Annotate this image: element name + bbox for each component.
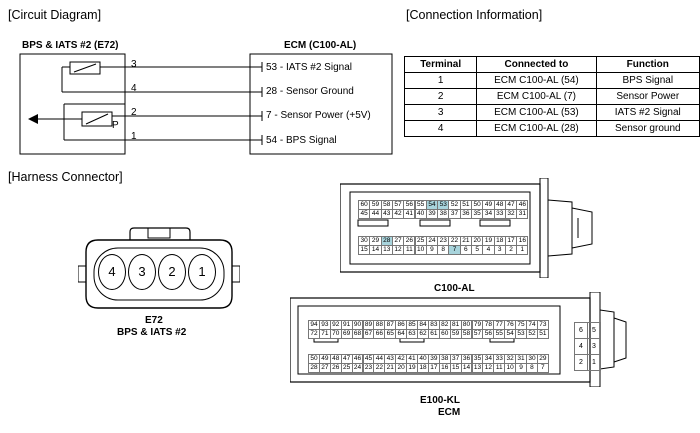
circuit-diagram — [19, 53, 393, 155]
connector-pin: 3 — [587, 338, 601, 355]
sensor-label: BPS & IATS #2 (E72) — [22, 40, 119, 51]
ecm-label: ECM (C100-AL) — [284, 40, 357, 51]
connector-pin: 51 — [536, 329, 549, 339]
signal-ground: 28 - Sensor Ground — [266, 86, 354, 97]
cell-function: Sensor ground — [595, 120, 700, 137]
sensor-pin-4: 4 — [131, 83, 137, 94]
c100-connector-housing — [340, 178, 593, 278]
cell-terminal: 3 — [403, 104, 478, 121]
connector-pin: 5 — [587, 322, 601, 339]
connection-table: Terminal Connected to Function 1 ECM C10… — [403, 56, 700, 137]
table-row: 1 ECM C100-AL (54) BPS Signal — [403, 72, 700, 89]
connection-info-title: [Connection Information] — [406, 8, 543, 22]
e72-connector — [78, 227, 240, 309]
cell-function: IATS #2 Signal — [595, 104, 700, 121]
cell-function: Sensor Power — [595, 88, 700, 105]
sensor-pin-1: 1 — [131, 131, 137, 142]
e72-pin-2: 2 — [158, 254, 186, 290]
cell-connected: ECM C100-AL (28) — [476, 120, 597, 137]
connector-pin: 7 — [536, 363, 549, 373]
sensor-pin-2: 2 — [131, 107, 137, 118]
e100-sublabel: ECM — [438, 407, 461, 418]
table-row: 2 ECM C100-AL (7) Sensor Power — [403, 88, 700, 105]
iats-element — [69, 61, 101, 75]
e72-label: E72 — [145, 315, 163, 326]
sensor-p-label: P — [112, 120, 119, 131]
connector-pin: 6 — [574, 322, 588, 339]
cell-terminal: 4 — [403, 120, 478, 137]
e72-pin-1: 1 — [188, 254, 216, 290]
header-function: Function — [595, 56, 700, 73]
bps-element-slash — [85, 113, 109, 125]
connector-pin: 2 — [574, 354, 588, 371]
circuit-diagram-title: [Circuit Diagram] — [8, 8, 102, 22]
signal-iats: 53 - IATS #2 Signal — [266, 62, 352, 73]
connector-pin: 1 — [516, 245, 529, 255]
e72-pin-4: 4 — [98, 254, 126, 290]
table-row: 4 ECM C100-AL (28) Sensor ground — [403, 120, 700, 137]
signal-bps: 54 - BPS Signal — [266, 135, 337, 146]
cell-function: BPS Signal — [595, 72, 700, 89]
signal-power: 7 - Sensor Power (+5V) — [266, 110, 371, 121]
harness-connector-title: [Harness Connector] — [8, 170, 123, 184]
header-terminal: Terminal — [403, 56, 478, 73]
cell-connected: ECM C100-AL (7) — [476, 88, 597, 105]
cell-terminal: 2 — [403, 88, 478, 105]
connector-pin: 31 — [516, 209, 529, 219]
cell-connected: ECM C100-AL (54) — [476, 72, 597, 89]
e72-pin-3: 3 — [128, 254, 156, 290]
e100-label: E100-KL — [420, 395, 461, 406]
cell-connected: ECM C100-AL (53) — [476, 104, 597, 121]
cell-terminal: 1 — [403, 72, 478, 89]
iats-element-slash — [73, 63, 97, 73]
sensor-pin-3: 3 — [131, 59, 137, 70]
e72-pin-row: 4 3 2 1 — [98, 254, 218, 294]
header-connected-to: Connected to — [476, 56, 597, 73]
connector-pin: 1 — [587, 354, 601, 371]
e72-sublabel: BPS & IATS #2 — [117, 327, 187, 338]
table-header-row: Terminal Connected to Function — [403, 56, 700, 73]
connector-pin: 4 — [574, 338, 588, 355]
pressure-arrow-icon — [28, 114, 38, 124]
table-row: 3 ECM C100-AL (53) IATS #2 Signal — [403, 104, 700, 121]
c100-label: C100-AL — [434, 283, 475, 294]
